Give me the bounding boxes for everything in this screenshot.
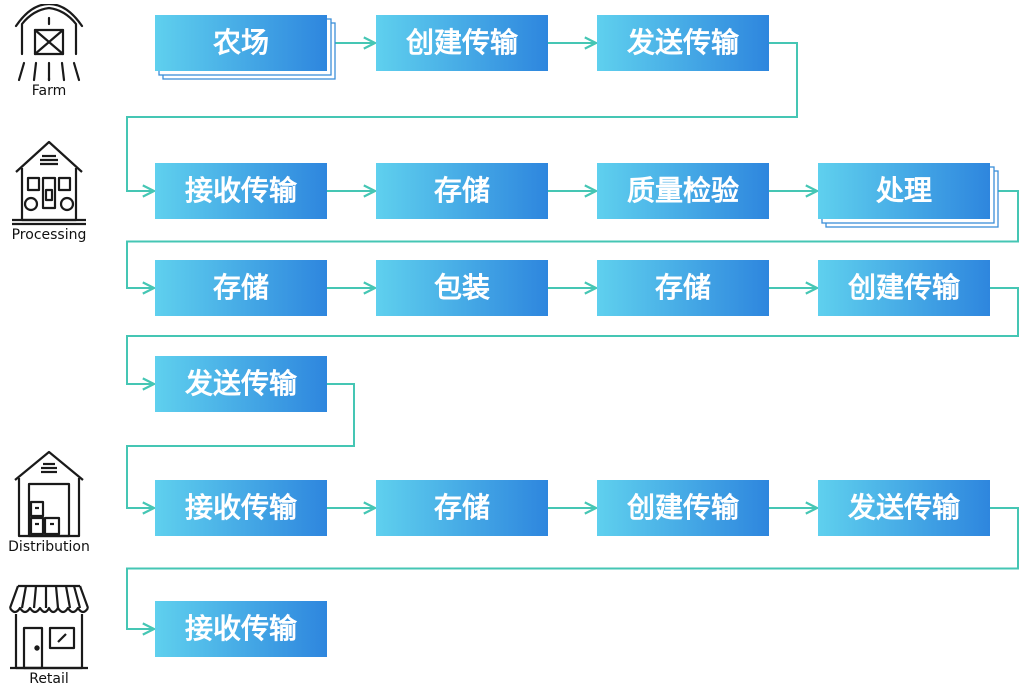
step-label: 存储 bbox=[655, 271, 711, 304]
step-label: 质量检验 bbox=[627, 174, 739, 207]
step-box-s15: 创建传输 bbox=[597, 480, 769, 536]
step-box-s10: 存储 bbox=[597, 260, 769, 316]
stage-farm: Farm bbox=[1, 4, 97, 99]
step-box-s17: 接收传输 bbox=[155, 601, 327, 657]
step-label: 创建传输 bbox=[847, 271, 961, 304]
step-label: 农场 bbox=[212, 26, 269, 59]
connector-elbow-arrow bbox=[126, 287, 1019, 384]
step-box-fill bbox=[155, 15, 327, 71]
stage-label-retail: Retail bbox=[29, 671, 69, 687]
step-label: 创建传输 bbox=[405, 26, 519, 59]
step-box-s14: 存储 bbox=[376, 480, 548, 536]
step-label: 发送传输 bbox=[184, 367, 298, 400]
step-label: 发送传输 bbox=[626, 26, 740, 59]
step-box-s1: 农场 bbox=[155, 15, 336, 80]
step-box-s13: 接收传输 bbox=[155, 480, 327, 536]
step-label: 发送传输 bbox=[847, 491, 961, 524]
stage-label-processing: Processing bbox=[11, 227, 87, 243]
step-box-fill bbox=[597, 480, 769, 536]
step-box-fill bbox=[597, 163, 769, 219]
connector-elbow-arrow bbox=[126, 42, 798, 191]
step-box-s8: 存储 bbox=[155, 260, 327, 316]
step-label: 接收传输 bbox=[185, 491, 298, 524]
step-label: 存储 bbox=[434, 174, 490, 207]
step-box-fill bbox=[376, 163, 548, 219]
step-box-fill bbox=[818, 260, 990, 316]
step-box-s4: 接收传输 bbox=[155, 163, 327, 219]
step-box-s2: 创建传输 bbox=[376, 15, 548, 71]
stage-label-farm: Farm bbox=[31, 83, 67, 99]
stage-processing: Processing bbox=[1, 138, 97, 243]
step-label: 包装 bbox=[434, 271, 490, 304]
step-box-fill bbox=[155, 356, 327, 412]
step-label: 接收传输 bbox=[185, 174, 298, 207]
stage-retail: Retail bbox=[1, 584, 97, 687]
barn-icon bbox=[14, 4, 84, 82]
step-box-fill bbox=[818, 163, 990, 219]
step-box-s11: 创建传输 bbox=[818, 260, 990, 316]
connector-elbow-arrow bbox=[126, 383, 355, 508]
step-box-s5: 存储 bbox=[376, 163, 548, 219]
step-label: 存储 bbox=[213, 271, 269, 304]
step-box-s7: 处理 bbox=[818, 163, 999, 228]
step-box-fill bbox=[155, 480, 327, 536]
step-box-s12: 发送传输 bbox=[155, 356, 327, 412]
step-box-s3: 发送传输 bbox=[597, 15, 769, 71]
connector-elbow-arrow bbox=[126, 507, 1019, 629]
step-label: 存储 bbox=[434, 491, 490, 524]
store-icon bbox=[8, 584, 90, 670]
factory-icon bbox=[12, 140, 86, 226]
step-box-fill bbox=[155, 260, 327, 316]
step-box-s16: 发送传输 bbox=[818, 480, 990, 536]
step-box-s9: 包装 bbox=[376, 260, 548, 316]
step-box-fill bbox=[818, 480, 990, 536]
step-box-s6: 质量检验 bbox=[597, 163, 769, 219]
step-box-fill bbox=[155, 163, 327, 219]
step-label: 接收传输 bbox=[185, 612, 298, 645]
step-label: 创建传输 bbox=[626, 491, 740, 524]
step-box-fill bbox=[376, 480, 548, 536]
connector-elbow-arrow bbox=[126, 190, 1019, 288]
step-box-fill bbox=[155, 601, 327, 657]
warehouse-icon bbox=[14, 450, 84, 538]
step-box-fill bbox=[597, 15, 769, 71]
step-label: 处理 bbox=[875, 174, 932, 207]
stage-distribution: Distribution bbox=[1, 450, 97, 555]
step-box-fill bbox=[376, 260, 548, 316]
stage-label-distribution: Distribution bbox=[8, 539, 90, 555]
step-box-fill bbox=[376, 15, 548, 71]
step-box-fill bbox=[597, 260, 769, 316]
